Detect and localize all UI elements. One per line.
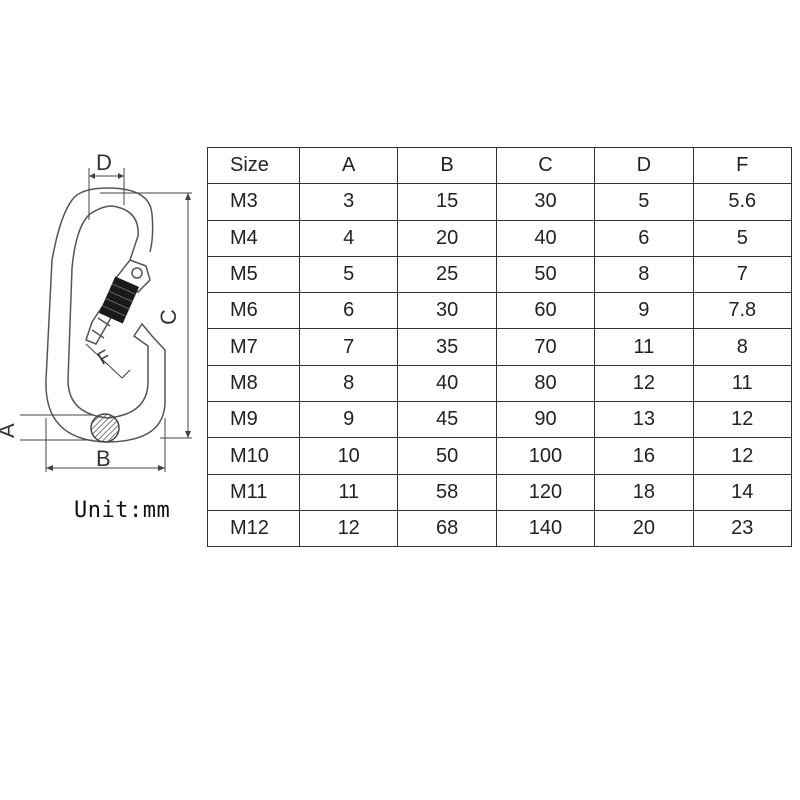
table-row: M6 6 30 60 9 7.8 — [207, 292, 792, 330]
table-cell: 6 — [594, 219, 694, 257]
carabiner-inner-outline — [89, 205, 139, 261]
screw-sleeve — [98, 276, 140, 324]
header-cell: C — [495, 146, 596, 185]
table-cell: 20 — [397, 219, 497, 257]
table-row: M5 5 25 50 8 7 — [207, 255, 792, 294]
table-row: M4 4 20 40 6 5 — [207, 219, 792, 257]
table-cell: 10 — [298, 437, 399, 475]
table-cell: 3 — [298, 183, 399, 221]
table-cell: 8 — [298, 364, 399, 403]
table-cell: 14 — [692, 473, 792, 511]
table-cell: 12 — [692, 401, 792, 439]
table-cell: 9 — [594, 292, 694, 330]
table-cell: 25 — [397, 255, 497, 294]
table-cell: 5 — [298, 255, 399, 294]
table-cell: 100 — [495, 437, 596, 475]
table-cell: M8 — [207, 364, 300, 403]
table-cell: M5 — [207, 255, 300, 294]
header-cell: D — [594, 146, 694, 185]
header-cell: F — [692, 146, 792, 185]
dimension-label-c: C — [156, 309, 181, 325]
table-row: M8 8 40 80 12 11 — [207, 364, 792, 403]
table-cell: 12 — [594, 364, 694, 403]
table-cell: 5.6 — [692, 183, 792, 221]
table-cell: 20 — [594, 509, 694, 548]
gate-pivot — [131, 267, 143, 279]
table-row: M11 11 58 120 18 14 — [207, 473, 792, 511]
table-cell: 58 — [397, 473, 497, 511]
dimension-label-b: B — [96, 446, 111, 471]
size-spec-table: Size A B C D F M3 3 15 30 5 5.6 M4 4 20 … — [207, 146, 792, 548]
table-cell: 16 — [594, 437, 694, 475]
table-cell: 90 — [495, 401, 596, 439]
dimension-label-f: F — [94, 346, 114, 369]
wire-cross-section — [90, 413, 120, 443]
table-cell: 80 — [495, 364, 596, 403]
table-row: M12 12 68 140 20 23 — [207, 509, 792, 548]
table-cell: 30 — [495, 183, 596, 221]
table-cell: M9 — [207, 401, 300, 439]
table-cell: M7 — [207, 328, 300, 366]
table-cell: 40 — [397, 364, 497, 403]
table-cell: 12 — [298, 509, 399, 548]
table-cell: 50 — [495, 255, 596, 294]
dimension-label-d: D — [96, 150, 112, 175]
table-cell: 140 — [495, 509, 596, 548]
table-cell: 11 — [594, 328, 694, 366]
table-cell: 40 — [495, 219, 596, 257]
table-cell: 45 — [397, 401, 497, 439]
table-cell: 120 — [495, 473, 596, 511]
table-row: M3 3 15 30 5 5.6 — [207, 183, 792, 221]
table-cell: 50 — [397, 437, 497, 475]
table-cell: 68 — [397, 509, 497, 548]
dimension-label-a: A — [0, 423, 19, 438]
carabiner-diagram: D C B A F — [0, 150, 192, 472]
header-cell: B — [397, 146, 497, 185]
table-cell: 12 — [692, 437, 792, 475]
table-cell: 18 — [594, 473, 694, 511]
table-row: M9 9 45 90 13 12 — [207, 401, 792, 439]
table-cell: 5 — [692, 219, 792, 257]
table-cell: 7 — [692, 255, 792, 294]
table-cell: 13 — [594, 401, 694, 439]
table-cell: 23 — [692, 509, 792, 548]
table-cell: 11 — [298, 473, 399, 511]
table-header-row: Size A B C D F — [207, 146, 792, 185]
table-cell: 70 — [495, 328, 596, 366]
unit-label: Unit:mm — [74, 498, 171, 523]
table-cell: M4 — [207, 219, 300, 257]
table-cell: 35 — [397, 328, 497, 366]
table-cell: M3 — [207, 183, 300, 221]
table-cell: 4 — [298, 219, 399, 257]
table-cell: 5 — [594, 183, 694, 221]
table-cell: 60 — [495, 292, 596, 330]
table-cell: 15 — [397, 183, 497, 221]
table-cell: 7.8 — [692, 292, 792, 330]
header-cell: A — [298, 146, 399, 185]
table-cell: 11 — [692, 364, 792, 403]
carabiner-outer-outline — [45, 187, 166, 443]
table-cell: 9 — [298, 401, 399, 439]
table-cell: 6 — [298, 292, 399, 330]
table-cell: 30 — [397, 292, 497, 330]
table-row: M10 10 50 100 16 12 — [207, 437, 792, 475]
table-row: M7 7 35 70 11 8 — [207, 328, 792, 366]
table-cell: M11 — [207, 473, 300, 511]
table-cell: 8 — [594, 255, 694, 294]
table-cell: M10 — [207, 437, 300, 475]
table-cell: M6 — [207, 292, 300, 330]
header-cell: Size — [207, 146, 300, 185]
table-cell: M12 — [207, 509, 300, 548]
table-cell: 7 — [298, 328, 399, 366]
table-cell: 8 — [692, 328, 792, 366]
